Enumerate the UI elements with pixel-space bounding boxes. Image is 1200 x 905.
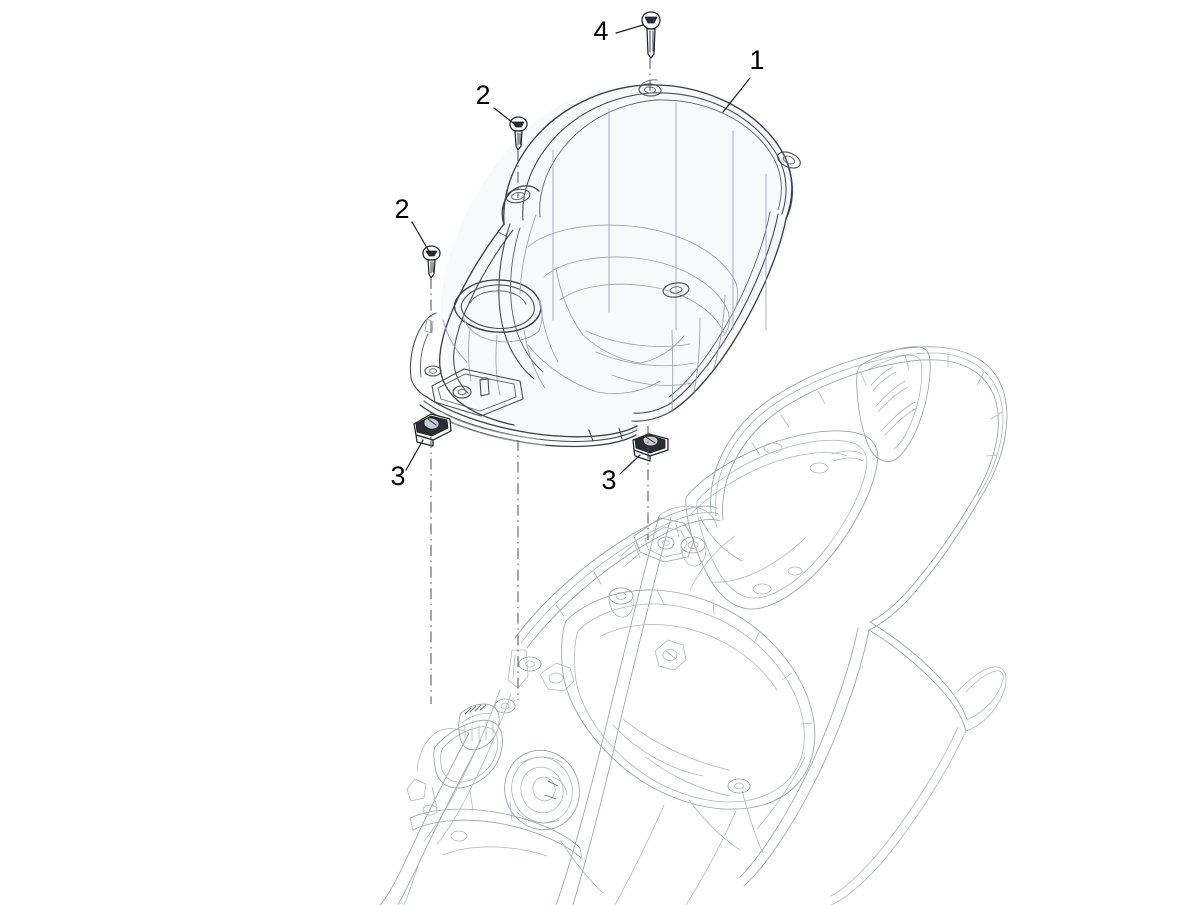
chassis-mount-bracket-left — [539, 662, 575, 692]
callout-1-leader — [722, 77, 751, 113]
case-screw-boss-left — [501, 185, 540, 225]
callout-1-number: 1 — [749, 45, 764, 75]
seat-body — [685, 430, 879, 610]
body-panel-seams — [614, 535, 806, 905]
callout-1[interactable]: 1 — [722, 45, 765, 113]
cage-nut-3b[interactable] — [632, 433, 669, 462]
screw-short-2b[interactable] — [422, 245, 441, 279]
grab-rail — [710, 346, 1008, 732]
case-shoulder-seams — [519, 214, 685, 394]
case-right-boss — [662, 282, 690, 298]
callout-2-lower[interactable]: 2 — [394, 194, 431, 254]
callout-4[interactable]: 4 — [593, 16, 644, 46]
flange-boss-low — [518, 656, 542, 672]
cage-nut-3a[interactable] — [413, 413, 452, 447]
callout-3-left-number: 3 — [390, 461, 405, 491]
storage-bucket — [561, 589, 816, 810]
case-right-wall — [631, 211, 787, 422]
seat-latch — [654, 639, 687, 671]
callout-2-upper-number: 2 — [475, 80, 490, 110]
callout-3-left-leader — [405, 439, 424, 471]
case-screw-boss-right — [777, 151, 801, 220]
fasteners-group — [413, 11, 669, 462]
tub-rim-flange — [494, 505, 751, 794]
screw-long-4[interactable] — [641, 11, 661, 59]
callout-2-lower-number: 2 — [394, 194, 409, 224]
fuel-filler-assembly — [406, 703, 583, 860]
flange-boss-right — [727, 778, 751, 794]
callout-3-right[interactable]: 3 — [601, 454, 641, 495]
assembly-centerlines — [430, 58, 651, 704]
callout-3-right-number: 3 — [601, 465, 616, 495]
flange-boss-mid — [608, 587, 635, 618]
chassis-mount-bracket-right — [620, 517, 695, 566]
callout-3-right-leader — [619, 454, 641, 475]
callout-2-upper[interactable]: 2 — [475, 80, 518, 127]
rear-body-cowl — [379, 506, 967, 905]
helmet-compartment-case — [409, 79, 801, 448]
case-lower-left-boss — [424, 365, 442, 377]
flange-boss-lowest — [494, 698, 516, 714]
case-top-rim — [503, 84, 793, 225]
callout-4-number: 4 — [593, 16, 608, 46]
callout-2-upper-leader — [493, 107, 518, 127]
screw-short-2a[interactable] — [509, 116, 528, 151]
left-frame-members — [403, 689, 604, 905]
callout-3-left[interactable]: 3 — [390, 439, 424, 491]
scooter-rear-frame-assembly — [379, 346, 1008, 905]
callout-2-lower-leader — [411, 221, 431, 254]
case-mount-plate — [431, 368, 524, 417]
callouts-group: 1 2 2 3 3 4 — [390, 16, 764, 495]
case-rear-seam — [671, 294, 726, 412]
case-front-nose — [409, 223, 546, 426]
nose-access-opening — [453, 279, 543, 343]
rear-rack-plate — [856, 346, 931, 462]
callout-4-leader — [615, 24, 644, 34]
flange-boss-upper — [680, 536, 707, 567]
